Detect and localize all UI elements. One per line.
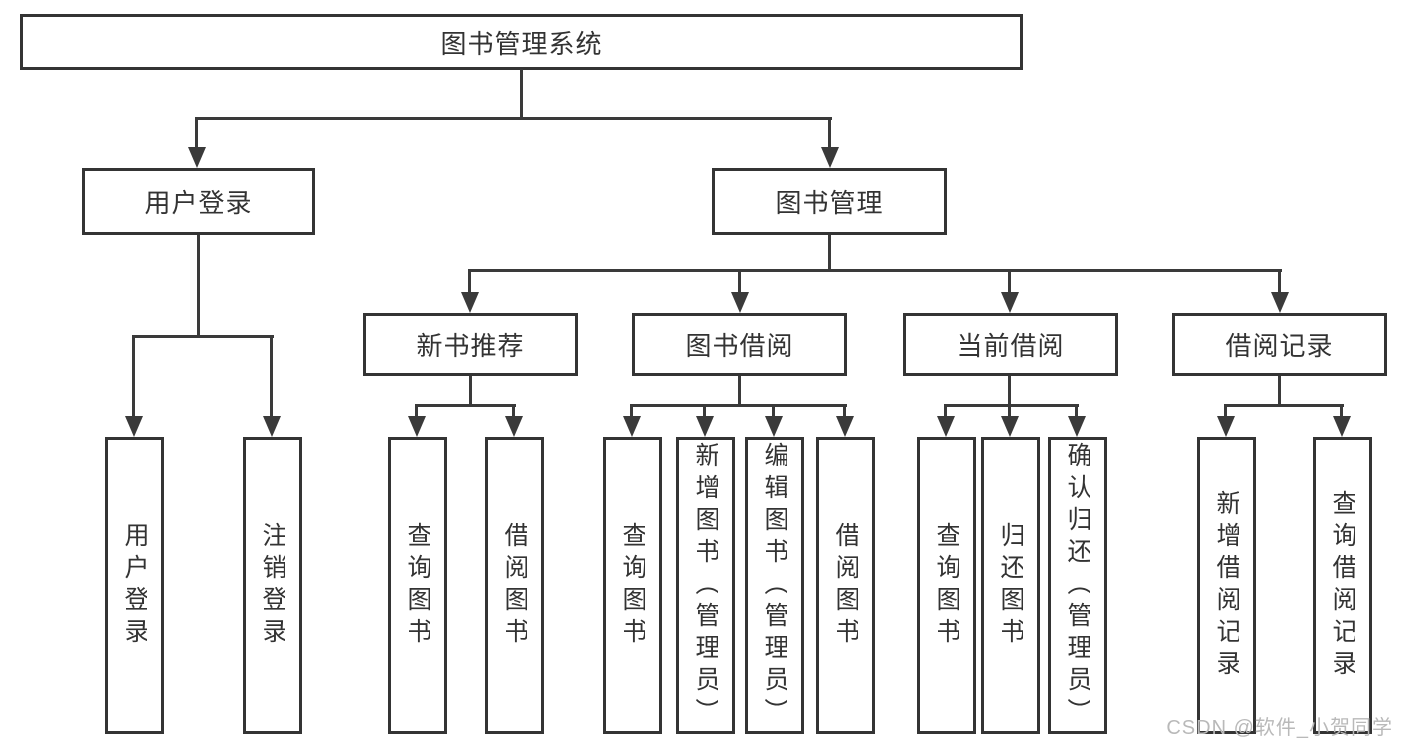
leaf-query-books-3: 查询图书 (917, 437, 976, 734)
node-borrow-records: 借阅记录 (1172, 313, 1387, 376)
connector-book-borrow-bar (631, 404, 847, 407)
node-borrow-records-label: 借阅记录 (1225, 331, 1334, 361)
leaf-add-books-admin: 新增图书（管理员） (676, 437, 735, 734)
leaf-add-borrow-record: 新增借阅记录 (1197, 437, 1256, 734)
arrow-to-leaf-return-books (1000, 404, 1019, 437)
arrow-to-leaf-edit-books (764, 404, 783, 437)
arrow-to-leaf-user-login (124, 335, 143, 437)
leaf-return-books-label: 归还图书 (998, 521, 1023, 650)
leaf-query-books-3-label: 查询图书 (934, 521, 959, 650)
node-book-management: 图书管理 (712, 168, 947, 235)
leaf-add-books-admin-label: 新增图书（管理员） (693, 441, 718, 730)
arrow-to-leaf-query-books-2 (622, 404, 641, 437)
arrow-to-borrow-records (1270, 269, 1289, 313)
leaf-confirm-return-admin-label: 确认归还（管理员） (1065, 441, 1090, 730)
connector-book-management-stem (828, 235, 831, 271)
arrow-to-leaf-confirm-return (1067, 404, 1086, 437)
leaf-borrow-books-2-label: 借阅图书 (833, 521, 858, 650)
arrow-to-book-borrow (730, 269, 749, 313)
leaf-query-books-2: 查询图书 (603, 437, 662, 734)
arrow-to-book-management (820, 117, 839, 168)
node-current-borrow-label: 当前借阅 (956, 331, 1065, 361)
node-root: 图书管理系统 (20, 14, 1023, 70)
connector-current-borrow-bar (945, 404, 1079, 407)
leaf-edit-books-admin-label: 编辑图书（管理员） (762, 441, 787, 730)
arrow-to-leaf-add-borrow-record (1216, 404, 1235, 437)
connector-book-management-bar (469, 269, 1282, 272)
leaf-query-borrow-record-label: 查询借阅记录 (1330, 489, 1355, 682)
node-book-management-label: 图书管理 (775, 188, 884, 218)
leaf-query-books-2-label: 查询图书 (620, 521, 645, 650)
arrow-to-current-borrow (1000, 269, 1019, 313)
node-book-borrow-label: 图书借阅 (685, 331, 794, 361)
arrow-to-leaf-query-borrow-record (1332, 404, 1351, 437)
arrow-to-leaf-add-books (695, 404, 714, 437)
connector-user-login-stem (197, 235, 200, 337)
leaf-user-login: 用户登录 (105, 437, 164, 734)
connector-root-bar (196, 117, 832, 120)
node-new-book-recommend: 新书推荐 (363, 313, 578, 376)
connector-current-borrow-stem (1008, 376, 1011, 406)
node-book-borrow: 图书借阅 (632, 313, 847, 376)
node-root-label: 图书管理系统 (440, 28, 603, 59)
node-new-book-recommend-label: 新书推荐 (416, 331, 525, 361)
leaf-add-borrow-record-label: 新增借阅记录 (1214, 489, 1239, 682)
arrow-to-user-login (187, 117, 206, 168)
csdn-watermark: CSDN @软件_小贺同学 (1166, 717, 1393, 739)
connector-borrow-records-stem (1278, 376, 1281, 406)
node-user-login-label: 用户登录 (144, 188, 253, 218)
arrow-to-new-book-recommend (460, 269, 479, 313)
arrow-to-leaf-query-books-1 (407, 404, 426, 437)
leaf-logout: 注销登录 (243, 437, 302, 734)
connector-book-borrow-stem (738, 376, 741, 406)
arrow-to-leaf-borrow-books-1 (504, 404, 523, 437)
node-user-login: 用户登录 (82, 168, 315, 235)
leaf-borrow-books-1: 借阅图书 (485, 437, 544, 734)
leaf-query-books-1-label: 查询图书 (405, 521, 430, 650)
leaf-return-books: 归还图书 (981, 437, 1040, 734)
connector-user-login-bar (133, 335, 274, 338)
leaf-borrow-books-2: 借阅图书 (816, 437, 875, 734)
leaf-edit-books-admin: 编辑图书（管理员） (745, 437, 804, 734)
arrow-to-leaf-logout (262, 335, 281, 437)
leaf-logout-label: 注销登录 (260, 521, 285, 650)
leaf-confirm-return-admin: 确认归还（管理员） (1048, 437, 1107, 734)
leaf-user-login-label: 用户登录 (122, 521, 147, 650)
node-current-borrow: 当前借阅 (903, 313, 1118, 376)
connector-borrow-records-bar (1225, 404, 1344, 407)
leaf-borrow-books-1-label: 借阅图书 (502, 521, 527, 650)
connector-new-book-stem (469, 376, 472, 406)
leaf-query-borrow-record: 查询借阅记录 (1313, 437, 1372, 734)
arrow-to-leaf-query-books-3 (936, 404, 955, 437)
arrow-to-leaf-borrow-books-2 (835, 404, 854, 437)
leaf-query-books-1: 查询图书 (388, 437, 447, 734)
connector-new-book-bar (416, 404, 516, 407)
connector-root-stem (520, 69, 523, 119)
